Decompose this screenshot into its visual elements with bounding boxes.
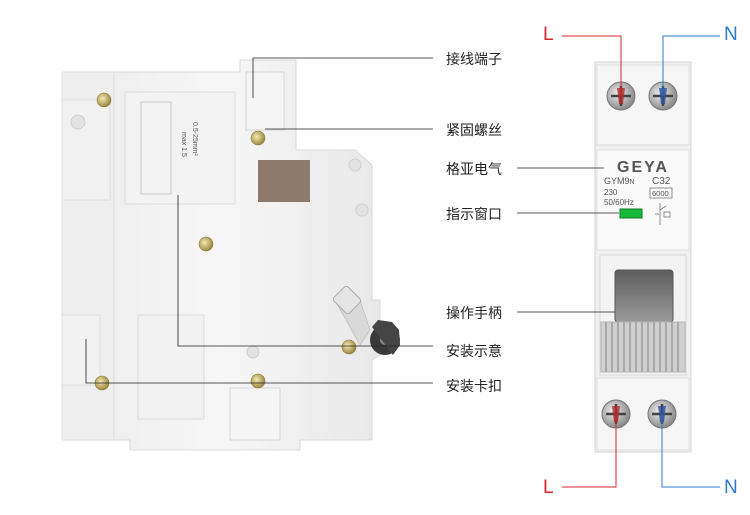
side-rivet-1 (96, 92, 112, 108)
device-frequency: 50/60Hz (604, 198, 634, 207)
leader-lines (85, 57, 619, 384)
operating-handle[interactable] (614, 269, 674, 323)
leader-terminal (252, 57, 433, 98)
side-brown-window (258, 160, 310, 202)
device-rating: C32 (652, 176, 671, 187)
side-label-box (140, 101, 172, 195)
callout-brand: 格亚电气 (446, 162, 502, 178)
side-rivet-4 (341, 339, 357, 355)
side-hole-3 (355, 203, 369, 217)
live-wires (562, 35, 622, 488)
side-hole-2 (348, 158, 362, 172)
side-view: 0.5-25mm² max 1.5 (61, 59, 400, 451)
device-breaking-capacity: 6000 (652, 189, 669, 198)
callout-terminal: 接线端子 (446, 52, 502, 68)
label-top-neutral: N (724, 24, 738, 45)
handle-ribs (605, 322, 679, 372)
side-square-button (332, 285, 362, 315)
side-hole-1 (70, 114, 86, 130)
side-rivet-3 (198, 236, 214, 252)
side-torque: max 1.5 (180, 132, 187, 157)
label-bottom-live: L (543, 477, 554, 498)
bottom-neutral-wire (661, 414, 720, 488)
side-hole-4 (246, 345, 260, 359)
device-voltage: 230 (604, 188, 618, 197)
device-model: GYM9N (604, 176, 635, 186)
label-top-live: L (543, 24, 554, 45)
side-rivet-6 (250, 373, 266, 389)
callout-clip: 安装卡扣 (446, 379, 502, 395)
leader-clip (85, 339, 433, 384)
circuit-symbol-icon (655, 203, 671, 225)
callout-handle: 操作手柄 (446, 306, 502, 322)
top-live-wire (562, 35, 622, 96)
bottom-live-wire (562, 414, 617, 488)
side-label-area (124, 91, 236, 205)
breaking-capacity-box (649, 187, 673, 199)
neutral-wires (661, 35, 720, 488)
side-top-slot (245, 71, 285, 131)
side-gear (370, 320, 400, 355)
side-rivet-2 (250, 130, 266, 146)
side-top-clip (61, 99, 111, 201)
callout-install: 安装示意 (446, 344, 502, 360)
callout-indicator: 指示窗口 (446, 207, 502, 223)
side-lower-panel (137, 314, 205, 420)
indicator-window (619, 208, 643, 219)
front-label-panel (596, 149, 690, 251)
callout-screw: 紧固螺丝 (446, 123, 502, 139)
device-brand: GEYA (617, 159, 669, 176)
top-neutral-wire (662, 35, 720, 96)
front-view: GEYA GYM9N C32 230 6000 50/60Hz (594, 61, 692, 453)
label-bottom-neutral: N (724, 477, 738, 498)
side-bottom-slot (229, 387, 281, 441)
side-wire-size: 0.5-25mm² (191, 122, 198, 157)
leader-install (177, 195, 433, 347)
side-bottom-clip (61, 314, 101, 386)
